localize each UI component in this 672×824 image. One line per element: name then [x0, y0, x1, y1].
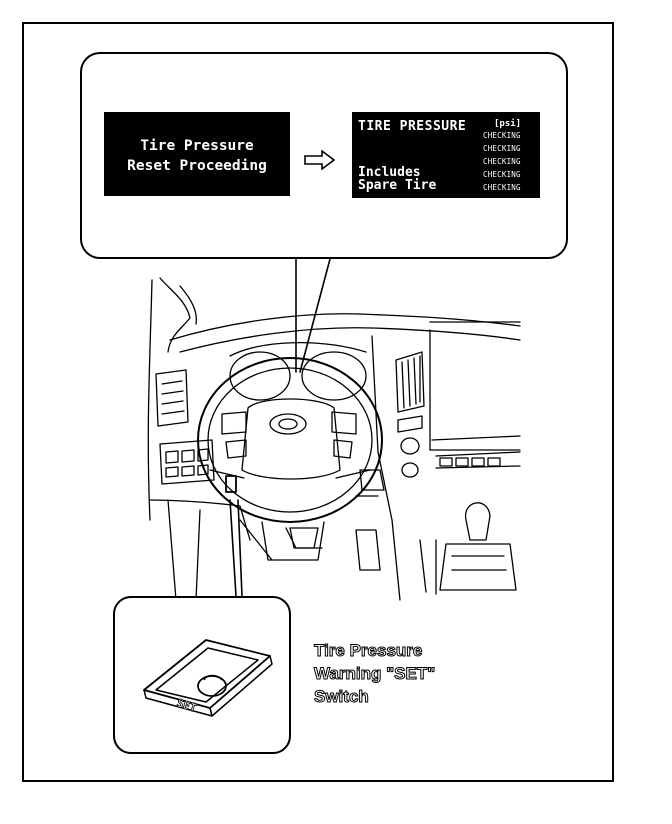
display-tire-pressure: TIRE PRESSURE [psi] CHECKING CHECKING CH…: [352, 112, 540, 198]
display-line-2: Reset Proceeding: [127, 158, 267, 174]
status-checking: CHECKING: [483, 144, 521, 153]
switch-caption: Tire Pressure Warning "SET" Switch: [313, 639, 436, 708]
status-checking: CHECKING: [483, 170, 521, 179]
display-reset-proceeding: Tire Pressure Reset Proceeding: [104, 112, 290, 198]
display-underline: [104, 196, 290, 198]
steering-hub: [241, 398, 341, 480]
callout-pointer-bottom: [229, 499, 243, 597]
right-arrow-icon: [304, 149, 336, 174]
center-knob: [400, 437, 420, 455]
display-includes: Includes: [358, 165, 421, 180]
status-checking: CHECKING: [483, 157, 521, 166]
switch-bezel: [143, 639, 271, 709]
switch-callout: [113, 596, 291, 754]
center-console: [371, 335, 401, 601]
caption-line-3: Switch: [313, 687, 369, 707]
left-pillar: [147, 279, 153, 521]
set-switch-location: [225, 475, 237, 493]
caption-line-2: Warning "SET": [313, 664, 436, 684]
display-line-1: Tire Pressure: [140, 138, 254, 154]
steering-logo: [269, 413, 307, 435]
left-vent: [155, 369, 189, 427]
left-switch-panel: [159, 439, 215, 485]
display-spare-tire: Spare Tire: [358, 178, 437, 193]
steering-column: [261, 521, 325, 561]
gear-shifter: [465, 502, 491, 541]
gauge-right: [301, 351, 367, 401]
switch-set-text: SET: [175, 696, 198, 715]
diagram-frame: [22, 22, 614, 782]
status-checking: CHECKING: [483, 183, 521, 192]
steering-wheel-rim: [197, 357, 383, 523]
display-unit: [psi]: [494, 119, 522, 129]
mirror-outline: [159, 277, 191, 353]
gauge-left: [229, 351, 291, 401]
center-vent: [395, 351, 425, 413]
dash-top: [169, 313, 521, 341]
caption-line-1: Tire Pressure: [313, 641, 423, 661]
display-title: TIRE PRESSURE: [358, 119, 467, 134]
status-checking: CHECKING: [483, 131, 521, 140]
